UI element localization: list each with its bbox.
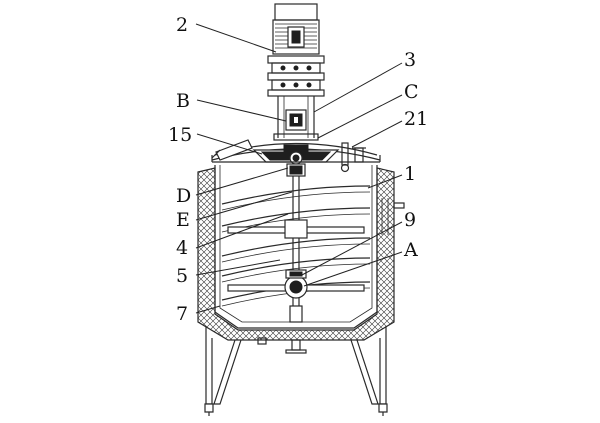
coupling-b bbox=[273, 109, 319, 141]
label-7: 7 bbox=[176, 303, 188, 325]
side-nozzle-right bbox=[381, 198, 405, 235]
label-5: 5 bbox=[176, 265, 188, 287]
support-legs bbox=[204, 326, 388, 416]
label-e: E bbox=[176, 209, 190, 231]
label-21: 21 bbox=[404, 108, 428, 130]
label-d: D bbox=[176, 185, 191, 207]
leader-lines bbox=[195, 23, 403, 314]
label-15: 15 bbox=[168, 124, 192, 146]
tank-lid bbox=[211, 142, 381, 165]
part-labels: 2 3 B C 15 21 1 D E 9 4 A 5 7 bbox=[168, 14, 428, 325]
label-2: 2 bbox=[176, 14, 188, 36]
lid-nozzles bbox=[340, 142, 366, 173]
label-4: 4 bbox=[176, 237, 188, 259]
helical-coil bbox=[221, 185, 371, 307]
motor-cooling-fins bbox=[275, 23, 317, 49]
label-c: C bbox=[404, 81, 419, 103]
label-9: 9 bbox=[404, 209, 416, 231]
bottom-discharge bbox=[257, 337, 307, 354]
reducer-stack bbox=[267, 55, 325, 138]
agitator bbox=[227, 163, 365, 323]
bearing-a bbox=[284, 269, 308, 299]
inlet-pipe-left bbox=[211, 139, 253, 161]
label-b: B bbox=[176, 90, 190, 112]
label-3: 3 bbox=[404, 49, 416, 71]
label-1: 1 bbox=[404, 163, 416, 185]
label-a: A bbox=[403, 239, 418, 261]
motor bbox=[272, 3, 320, 55]
